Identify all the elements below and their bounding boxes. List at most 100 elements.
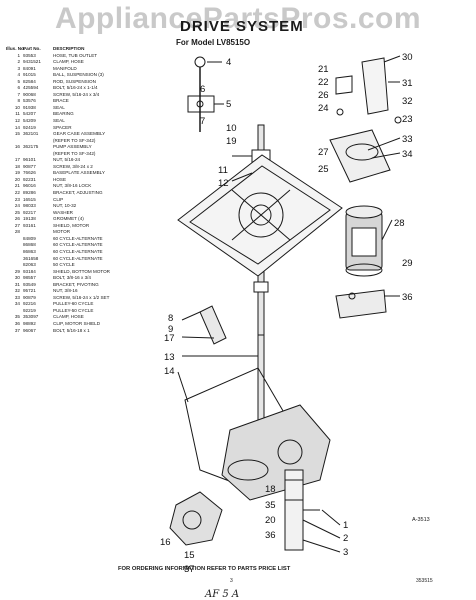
callout-34: 34 — [402, 149, 413, 160]
callout-13: 13 — [164, 352, 175, 363]
part-no-cell: 86868 — [23, 242, 36, 248]
description-cell: BOLT, 5/16-18 x 1 — [53, 327, 90, 333]
description-cell: BRACKET, ADJUSTING — [53, 190, 103, 196]
callout-36: 36 — [402, 292, 413, 303]
illus-no-cell: 12 — [14, 118, 20, 124]
callout-21: 21 — [318, 64, 329, 75]
nut-32 — [394, 116, 402, 124]
description-cell: (REFER TO SF-342) — [53, 150, 96, 156]
header-description: DESCRIPTION — [53, 46, 85, 51]
callout-7: 7 — [200, 116, 205, 127]
illus-no-cell: 33 — [14, 294, 20, 300]
document-code: 353515 — [416, 578, 433, 584]
description-cell: NUT, 5/16-24 — [53, 157, 81, 163]
part-no-cell: 93184 — [23, 268, 36, 274]
illus-no-cell: 36 — [14, 320, 20, 326]
shield-clip — [348, 292, 356, 300]
leader — [231, 172, 253, 182]
description-cell: MANIFOLD — [53, 65, 77, 71]
parts-table-header: Illus. No. Part No. DESCRIPTION — [6, 46, 174, 53]
callout-18: 18 — [265, 484, 276, 495]
callout-30: 30 — [402, 52, 413, 63]
illus-no-cell: 20 — [14, 176, 20, 182]
description-cell: 60 CYCLE-ALTERNATE — [53, 242, 103, 248]
part-no-cell: 361658 — [23, 255, 39, 261]
description-cell: GEAR CASE ASSEMBLY — [53, 131, 106, 137]
part-no-cell: 98557 — [23, 275, 36, 281]
illus-no-cell: 35 — [14, 314, 20, 320]
description-cell: SEAL — [53, 118, 65, 124]
description-cell: BOLT, 3/8-16 x 3/4 — [53, 275, 91, 281]
gear-case-pulley — [227, 459, 269, 481]
callout-9: 9 — [168, 324, 173, 335]
callout-16: 16 — [160, 537, 171, 548]
part-no-cell: 93549 — [23, 281, 36, 287]
manifold — [284, 469, 304, 551]
description-cell: SCREW, 3/8-24 x 2 — [53, 163, 93, 169]
description-cell: CLAMP, HOSE — [53, 314, 84, 320]
illus-no-cell: 34 — [14, 301, 20, 307]
part-no-cell: 16515 — [23, 196, 36, 202]
part-no-cell: 98892 — [23, 320, 36, 326]
part-no-cell: 91938 — [23, 104, 36, 110]
description-cell: 50 CYCLE — [53, 262, 75, 268]
table-row: (REFER TO SF-342) — [6, 151, 174, 158]
callout-1: 1 — [343, 520, 348, 531]
illus-no-cell: 3 — [17, 65, 20, 71]
brace — [199, 305, 227, 345]
callout-23: 23 — [402, 114, 413, 125]
model-subtitle: For Model LV8515O — [176, 38, 251, 47]
spacer — [253, 281, 269, 293]
leader — [383, 55, 401, 63]
callout-3: 3 — [343, 547, 348, 558]
leader — [302, 539, 341, 553]
illus-no-cell: 28 — [14, 229, 20, 235]
part-no-cell: 90877 — [23, 163, 36, 169]
description-cell: CLIP — [53, 196, 64, 202]
description-cell: (REFER TO SF-342) — [53, 137, 96, 143]
description-cell: SHIELD, MOTOR — [53, 222, 90, 228]
callout-15: 15 — [184, 550, 195, 561]
part-no-cell: 54209 — [23, 118, 36, 124]
description-cell: 60 CYCLE-ALTERNATE — [53, 235, 103, 241]
description-cell: HOSE — [53, 176, 67, 182]
rod-hole — [196, 100, 204, 108]
suspension-ball — [194, 56, 206, 68]
illus-no-cell: 17 — [14, 157, 20, 163]
part-no-cell: 89286 — [23, 190, 36, 196]
description-cell: NUT, 3/8-16 LOCK — [53, 183, 92, 189]
callout-17: 17 — [164, 333, 175, 344]
description-cell: 60 CYCLE-ALTERNATE — [53, 248, 103, 254]
illus-no-cell: 15 — [14, 131, 20, 137]
callout-labels: 4 5 10 19 11 12 8 9 17 13 14 18 35 20 36… — [160, 52, 413, 575]
pump — [169, 491, 223, 546]
description-cell: MOTOR — [53, 229, 71, 235]
header-illus-no: Illus. No. — [6, 46, 26, 51]
description-cell: SPACER — [53, 124, 72, 130]
callout-8: 8 — [168, 313, 173, 324]
illus-no-cell: 32 — [14, 288, 20, 294]
illus-no-cell: 11 — [15, 111, 20, 117]
illus-no-cell: 14 — [14, 124, 20, 130]
part-no-cell: 98033 — [23, 203, 36, 209]
illus-no-cell: 4 — [17, 72, 20, 78]
handwritten-note: AF 5 A — [205, 589, 240, 600]
part-no-cell: 362175 — [23, 144, 39, 150]
description-cell: PULLEY-60 CYCLE — [53, 301, 94, 307]
illus-no-cell: 10 — [14, 104, 20, 110]
